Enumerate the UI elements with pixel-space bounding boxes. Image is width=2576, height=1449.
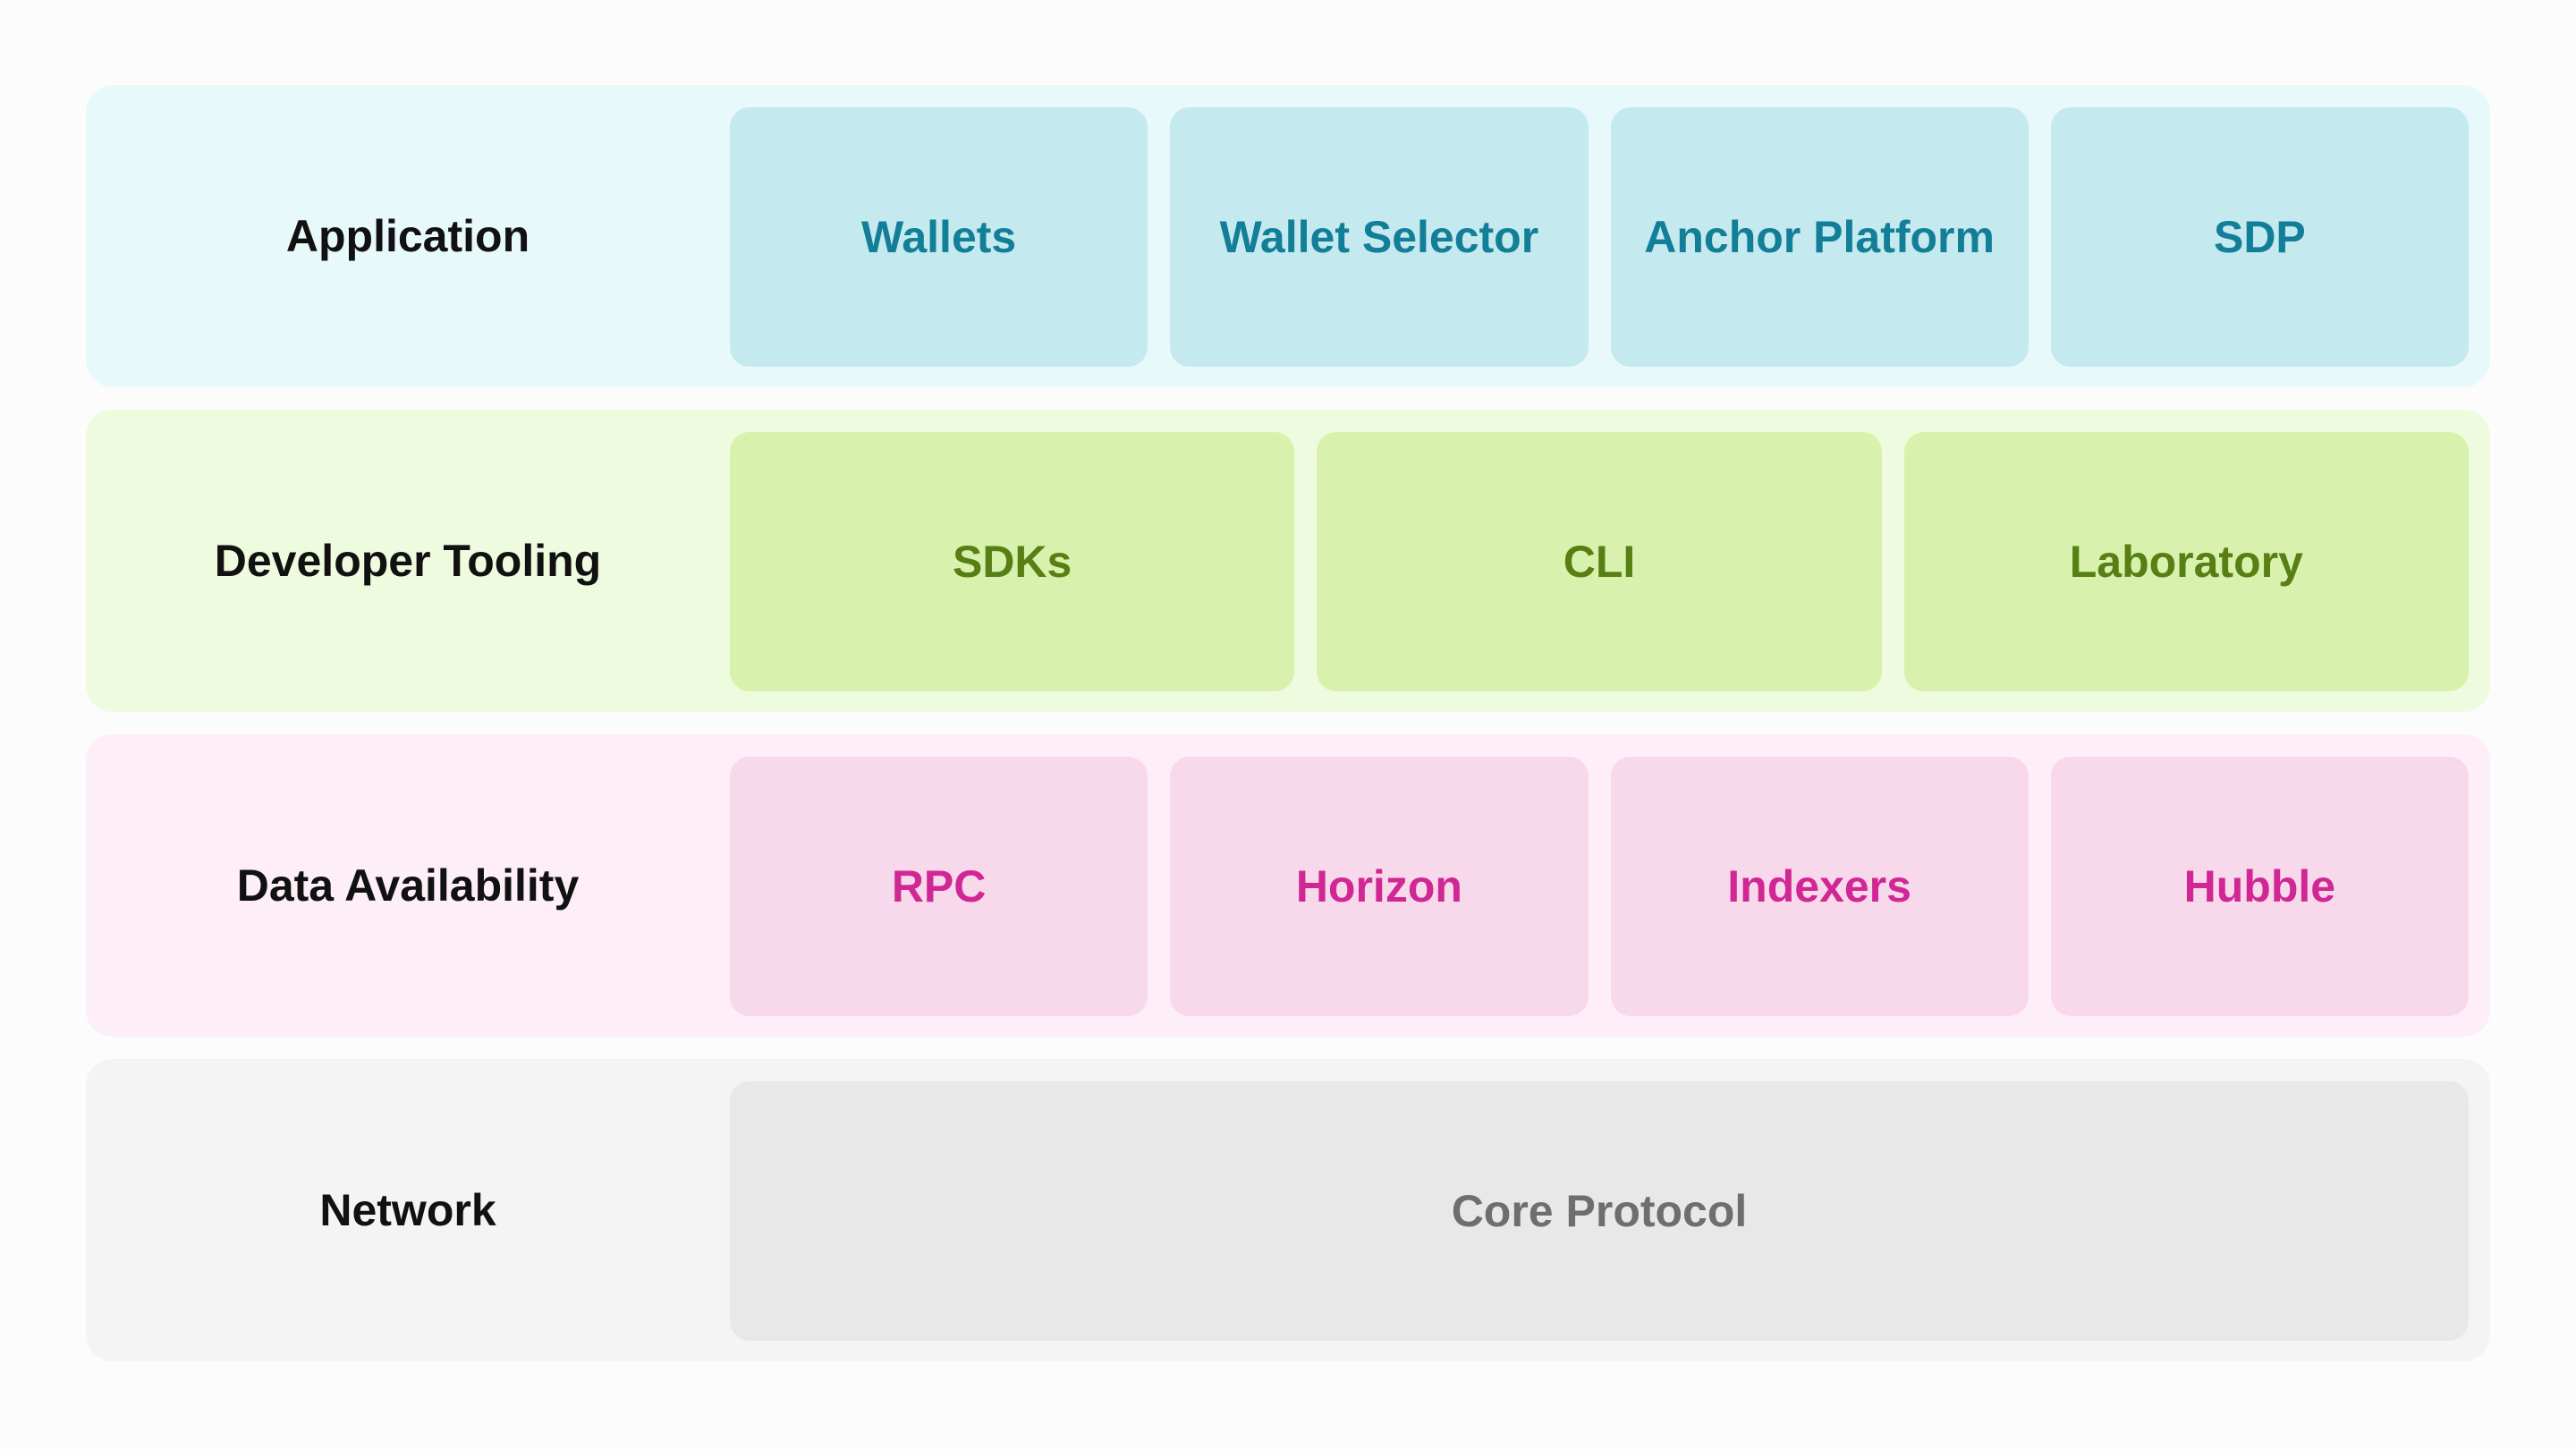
layer-developer-tooling: Developer Tooling SDKs CLI Laboratory bbox=[86, 410, 2490, 712]
item-hubble: Hubble bbox=[2050, 757, 2469, 1016]
item-laboratory: Laboratory bbox=[1903, 432, 2469, 691]
layer-label-data-availability: Data Availability bbox=[236, 860, 580, 911]
item-core-protocol: Core Protocol bbox=[730, 1081, 2469, 1341]
layer-application: Application Wallets Wallet Selector Anch… bbox=[86, 85, 2490, 387]
layer-developer-tooling-items: SDKs CLI Laboratory bbox=[730, 432, 2469, 691]
item-sdp: SDP bbox=[2050, 107, 2469, 367]
layer-label-network: Network bbox=[319, 1185, 496, 1235]
item-sdks: SDKs bbox=[730, 432, 1295, 691]
item-rpc: RPC bbox=[730, 757, 1148, 1016]
item-horizon: Horizon bbox=[1170, 757, 1589, 1016]
layer-data-availability: Data Availability RPC Horizon Indexers H… bbox=[86, 734, 2490, 1037]
item-wallets: Wallets bbox=[730, 107, 1148, 367]
layer-label-application: Application bbox=[285, 211, 530, 261]
layer-network-items: Core Protocol bbox=[730, 1081, 2469, 1341]
layer-data-availability-items: RPC Horizon Indexers Hubble bbox=[730, 757, 2469, 1016]
item-wallet-selector: Wallet Selector bbox=[1170, 107, 1589, 367]
layer-application-items: Wallets Wallet Selector Anchor Platform … bbox=[730, 107, 2469, 367]
layer-network: Network Core Protocol bbox=[86, 1059, 2490, 1361]
layer-stack-diagram: Application Wallets Wallet Selector Anch… bbox=[86, 85, 2490, 1361]
item-indexers: Indexers bbox=[1610, 757, 2029, 1016]
item-anchor-platform: Anchor Platform bbox=[1610, 107, 2029, 367]
item-cli: CLI bbox=[1317, 432, 1882, 691]
layer-label-developer-tooling: Developer Tooling bbox=[214, 536, 602, 586]
